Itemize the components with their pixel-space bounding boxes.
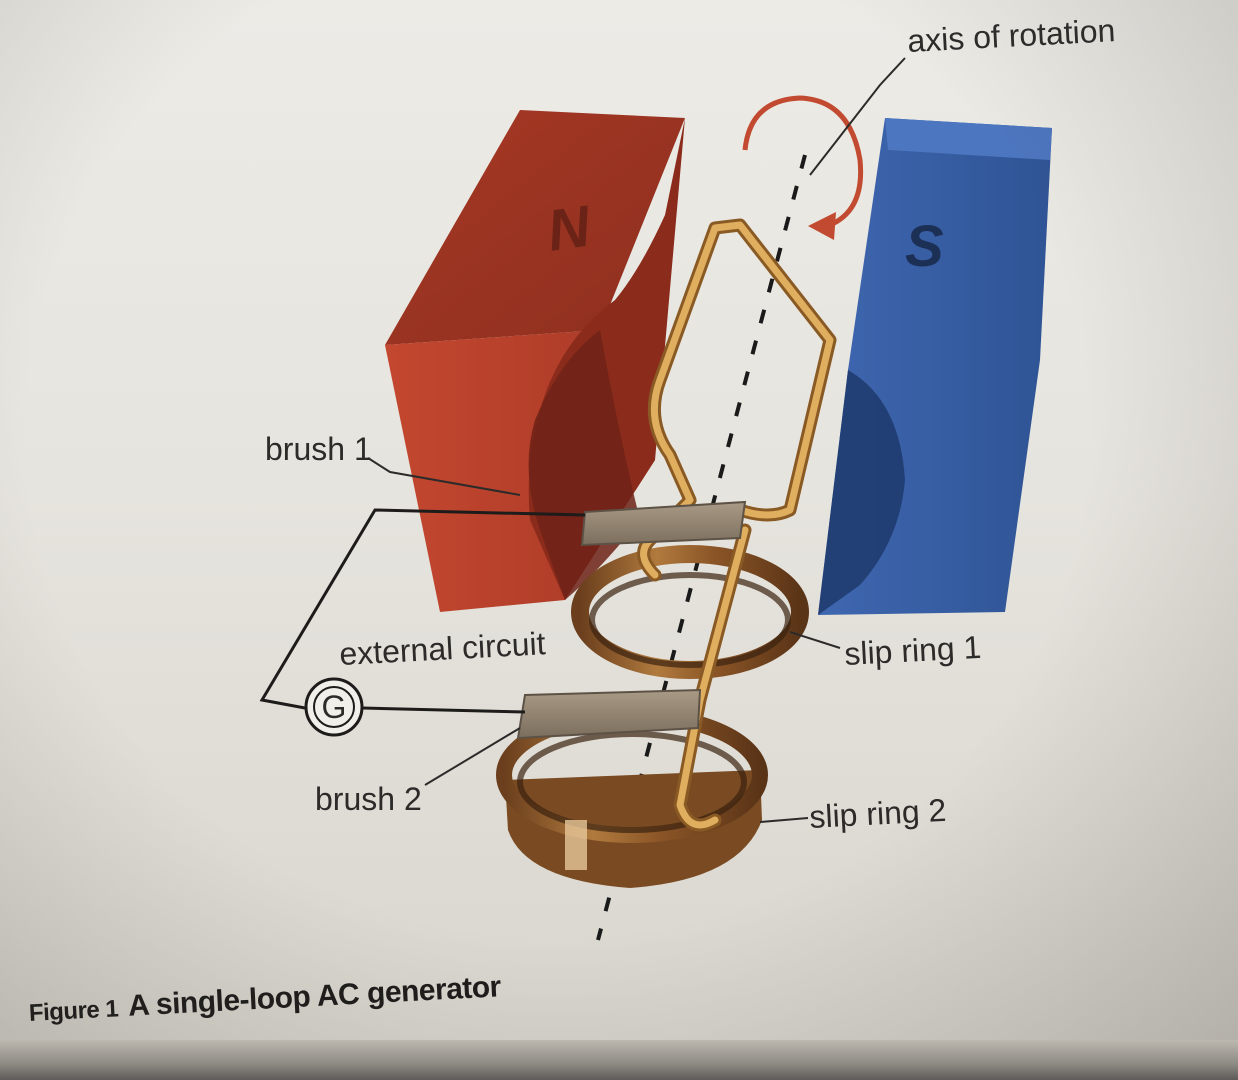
figure-number: Figure 1 <box>28 995 119 1027</box>
circuit-wire-bottom <box>362 706 526 714</box>
slip-ring-1-leader <box>789 631 841 649</box>
screen-bottom-edge <box>0 1040 1238 1080</box>
slip-ring-2 <box>496 707 768 888</box>
brush-1-block <box>580 500 747 547</box>
north-pole-label: N <box>543 193 595 263</box>
slip-ring-2-leader <box>759 817 809 823</box>
slip-ring-2-inner <box>517 731 747 833</box>
south-pole-label: S <box>905 214 944 279</box>
slip-ring-1-label: slip ring 1 <box>843 629 982 672</box>
brush-1-leader <box>367 457 521 496</box>
rotation-arc <box>742 95 864 228</box>
brush-2-block <box>516 688 702 740</box>
south-magnet-top-face <box>885 118 1052 160</box>
brush-2-label: brush 2 <box>315 781 422 817</box>
wire-lead-body <box>676 526 749 829</box>
axis-leader <box>809 57 906 176</box>
leader-lines <box>367 57 906 823</box>
galvanometer-label: G <box>322 689 347 725</box>
slip-ring-1 <box>571 545 809 679</box>
brush-1 <box>580 500 747 547</box>
slip-ring-1-inner <box>589 572 791 668</box>
south-magnet-pole-shade <box>818 370 905 615</box>
wire-loop <box>637 218 837 832</box>
external-circuit-wires <box>259 508 586 714</box>
south-magnet: S <box>818 118 1052 615</box>
brush-2-leader <box>424 727 521 786</box>
galvanometer-inner <box>313 686 355 728</box>
rotation-arrowhead <box>808 212 836 240</box>
external-circuit-label: external circuit <box>338 625 546 672</box>
brush-2 <box>516 688 702 740</box>
brush-1-label: brush 1 <box>265 431 372 467</box>
slip-ring-2-highlight <box>565 820 587 870</box>
galvanometer: G <box>304 677 364 737</box>
slip-ring-2-label: slip ring 2 <box>808 792 947 835</box>
slip-ring-1-band <box>571 545 809 679</box>
rotation-arrow <box>742 95 864 240</box>
wire-loop-body <box>640 221 834 579</box>
north-magnet-top-face <box>385 110 685 345</box>
axis-of-rotation-label: axis of rotation <box>906 12 1116 59</box>
circuit-wire-top <box>259 508 586 710</box>
